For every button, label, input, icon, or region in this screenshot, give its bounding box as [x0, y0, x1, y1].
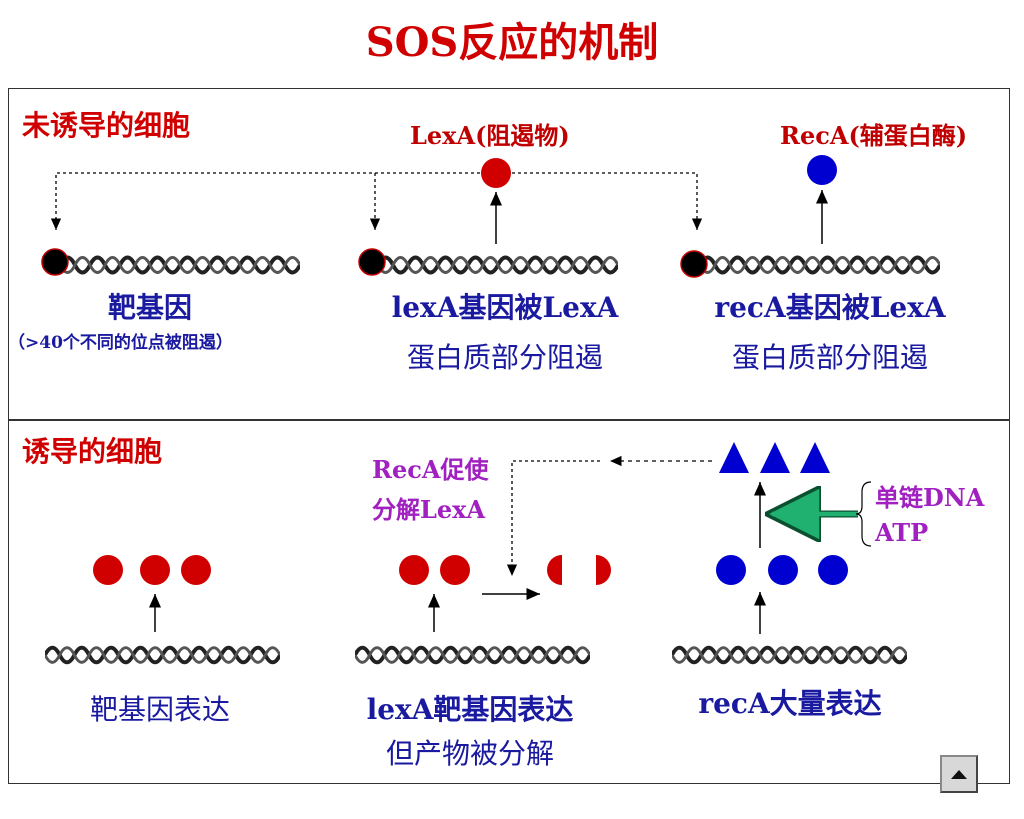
dna-helix — [378, 255, 618, 275]
scroll-up-button[interactable] — [940, 755, 978, 793]
dna-helix — [672, 645, 907, 665]
reca-gene-label-line1: recA基因被LexA — [714, 291, 946, 324]
reca-label: RecA(辅蛋白酶) — [780, 121, 968, 150]
brace — [855, 481, 872, 547]
lexa-protein — [440, 555, 470, 585]
operator-site — [41, 248, 69, 276]
reca-promotes-line1: RecA促使 — [372, 455, 489, 484]
dna-helix — [355, 645, 590, 665]
reca-protein — [818, 555, 848, 585]
cleaved-lexa-left — [547, 555, 562, 585]
reca-protein — [716, 555, 746, 585]
lexa-protein — [93, 555, 123, 585]
lexa-label: LexA(阻遏物) — [410, 121, 570, 150]
lexa-expression-line2: 但产物被分解 — [385, 737, 554, 770]
lexa-protein — [399, 555, 429, 585]
induced-panel — [8, 420, 1010, 784]
target-gene-note: （>40个不同的位点被阻遏） — [8, 333, 233, 353]
reca-expression-label: recA大量表达 — [698, 687, 882, 720]
lexa-protein — [140, 555, 170, 585]
lexa-gene-label-line2: 蛋白质部分阻遏 — [406, 341, 603, 374]
induced-heading: 诱导的细胞 — [22, 435, 163, 468]
lexa-protein — [181, 555, 211, 585]
dna-helix — [60, 255, 300, 275]
lexa-expression-line1: lexA靶基因表达 — [366, 693, 574, 726]
operator-site — [680, 250, 708, 278]
up-triangle-icon — [951, 770, 967, 779]
target-expression-label: 靶基因表达 — [89, 693, 230, 726]
activated-reca — [760, 442, 790, 473]
ssdna-label: 单链DNA — [875, 483, 985, 512]
reca-promotes-line2: 分解LexA — [372, 495, 486, 524]
uninduced-panel — [8, 88, 1010, 420]
activated-reca — [800, 442, 830, 473]
activated-reca — [719, 442, 749, 473]
reca-gene-label-line2: 蛋白质部分阻遏 — [731, 341, 928, 374]
repression-dotted-line — [50, 172, 480, 230]
lexa-gene-label-line1: lexA基因被LexA — [391, 291, 619, 324]
reca-protein — [807, 155, 837, 185]
atp-label: ATP — [875, 518, 929, 547]
page-title: SOS反应的机制 — [365, 19, 659, 66]
dna-helix — [700, 255, 940, 275]
operator-site — [358, 248, 386, 276]
lexa-protein — [481, 158, 511, 188]
reca-protein — [768, 555, 798, 585]
cleaved-lexa-right — [596, 555, 611, 585]
uninduced-heading: 未诱导的细胞 — [22, 109, 191, 142]
repression-dotted-line — [512, 172, 703, 230]
reca-activation-dotted-line — [506, 460, 600, 576]
dna-helix — [45, 645, 280, 665]
target-gene-label: 靶基因 — [107, 291, 192, 324]
